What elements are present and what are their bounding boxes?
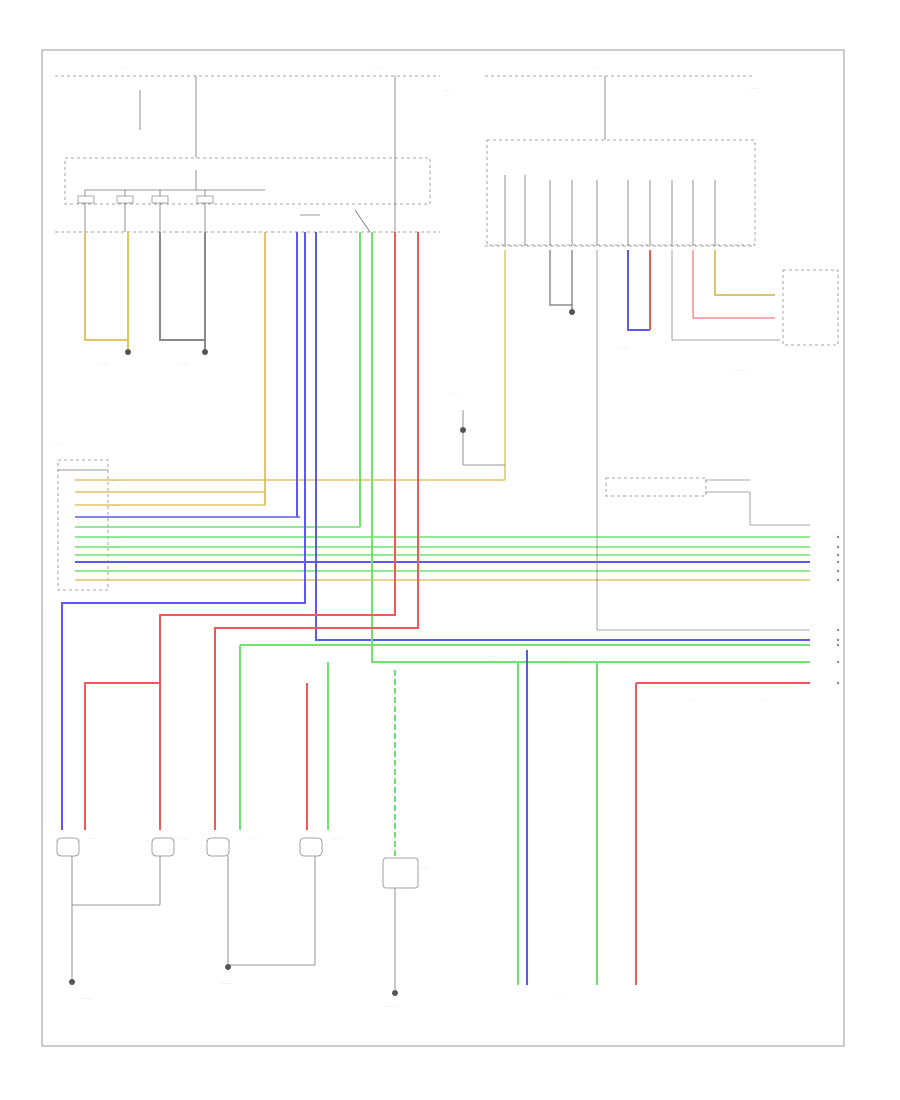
svg-text:· · ·: · · ·: [810, 624, 815, 628]
ground-1: [125, 349, 131, 355]
ground-center: [392, 990, 398, 996]
svg-text:· · ·: · · ·: [445, 89, 450, 93]
svg-text:· · · ·: · · · ·: [120, 67, 127, 71]
svg-text:· · · · · ·: · · · · · ·: [80, 997, 91, 1001]
diagram-frame: [41, 49, 845, 1047]
svg-text:· · · ·: · · · ·: [110, 491, 117, 495]
svg-text:· · ·: · · ·: [690, 699, 695, 703]
svg-text:· · · ·: · · · ·: [110, 479, 117, 483]
wire-tag-labels: · · · · · · · · · · · · · · · · · · · · …: [55, 347, 815, 1009]
svg-text:· · · ·: · · · ·: [100, 362, 107, 366]
svg-text:· · · ·: · · · ·: [110, 536, 117, 540]
svg-text:· · · ·: · · · ·: [750, 87, 757, 91]
svg-text:· · · ·: · · · ·: [250, 837, 257, 841]
svg-text:· ·: · ·: [558, 997, 561, 1001]
svg-text:· · · ·: · · · ·: [620, 347, 627, 351]
svg-text:· · · ·: · · · ·: [55, 442, 62, 446]
svg-text:· · · ·: · · · ·: [420, 867, 427, 871]
svg-text:· · · · · ·: · · · · · ·: [220, 982, 231, 986]
ground-module: [569, 309, 575, 315]
svg-text:· · · ·: · · · ·: [375, 67, 382, 71]
svg-text:· · · ·: · · · ·: [110, 516, 117, 520]
svg-text:· · · ·: · · · ·: [180, 362, 187, 366]
svg-text:· · · · · ·: · · · · · ·: [385, 1005, 396, 1009]
svg-text:· · · ·: · · · ·: [110, 546, 117, 550]
top-fuse-boxes: · · · · · · · · · · · · · · · · · · ·: [55, 67, 757, 247]
right-module-pins: [504, 175, 839, 497]
ground-middle: [225, 964, 231, 970]
svg-text:· · · ·: · · · ·: [590, 67, 597, 71]
right-edge-terminals: [836, 535, 840, 685]
top-yellow-loops: [84, 232, 206, 350]
left-harness-connector: [57, 459, 109, 591]
svg-text:· · ·: · · ·: [810, 530, 815, 534]
ground-upper: [460, 427, 466, 433]
vertical-harness: [61, 232, 810, 985]
svg-text:· · · ·: · · · ·: [333, 837, 340, 841]
svg-text:· · · ·: · · · ·: [490, 655, 497, 659]
svg-text:· · · ·: · · · ·: [565, 657, 572, 661]
svg-text:· · · ·: · · · ·: [88, 837, 95, 841]
svg-text:· · ·: · · ·: [760, 699, 765, 703]
top-right-stubs: [549, 250, 780, 341]
svg-text:· · · ·: · · · ·: [450, 392, 457, 396]
svg-text:· · · ·: · · · ·: [110, 504, 117, 508]
svg-text:· · · · · ·: · · · · · ·: [735, 369, 746, 373]
horizontal-harness: [75, 250, 810, 631]
ground-2: [202, 349, 208, 355]
ground-left: [69, 979, 75, 985]
svg-text:· · · ·: · · · ·: [110, 561, 117, 565]
lamp-components: [56, 410, 505, 990]
svg-text:· · · ·: · · · ·: [180, 837, 187, 841]
